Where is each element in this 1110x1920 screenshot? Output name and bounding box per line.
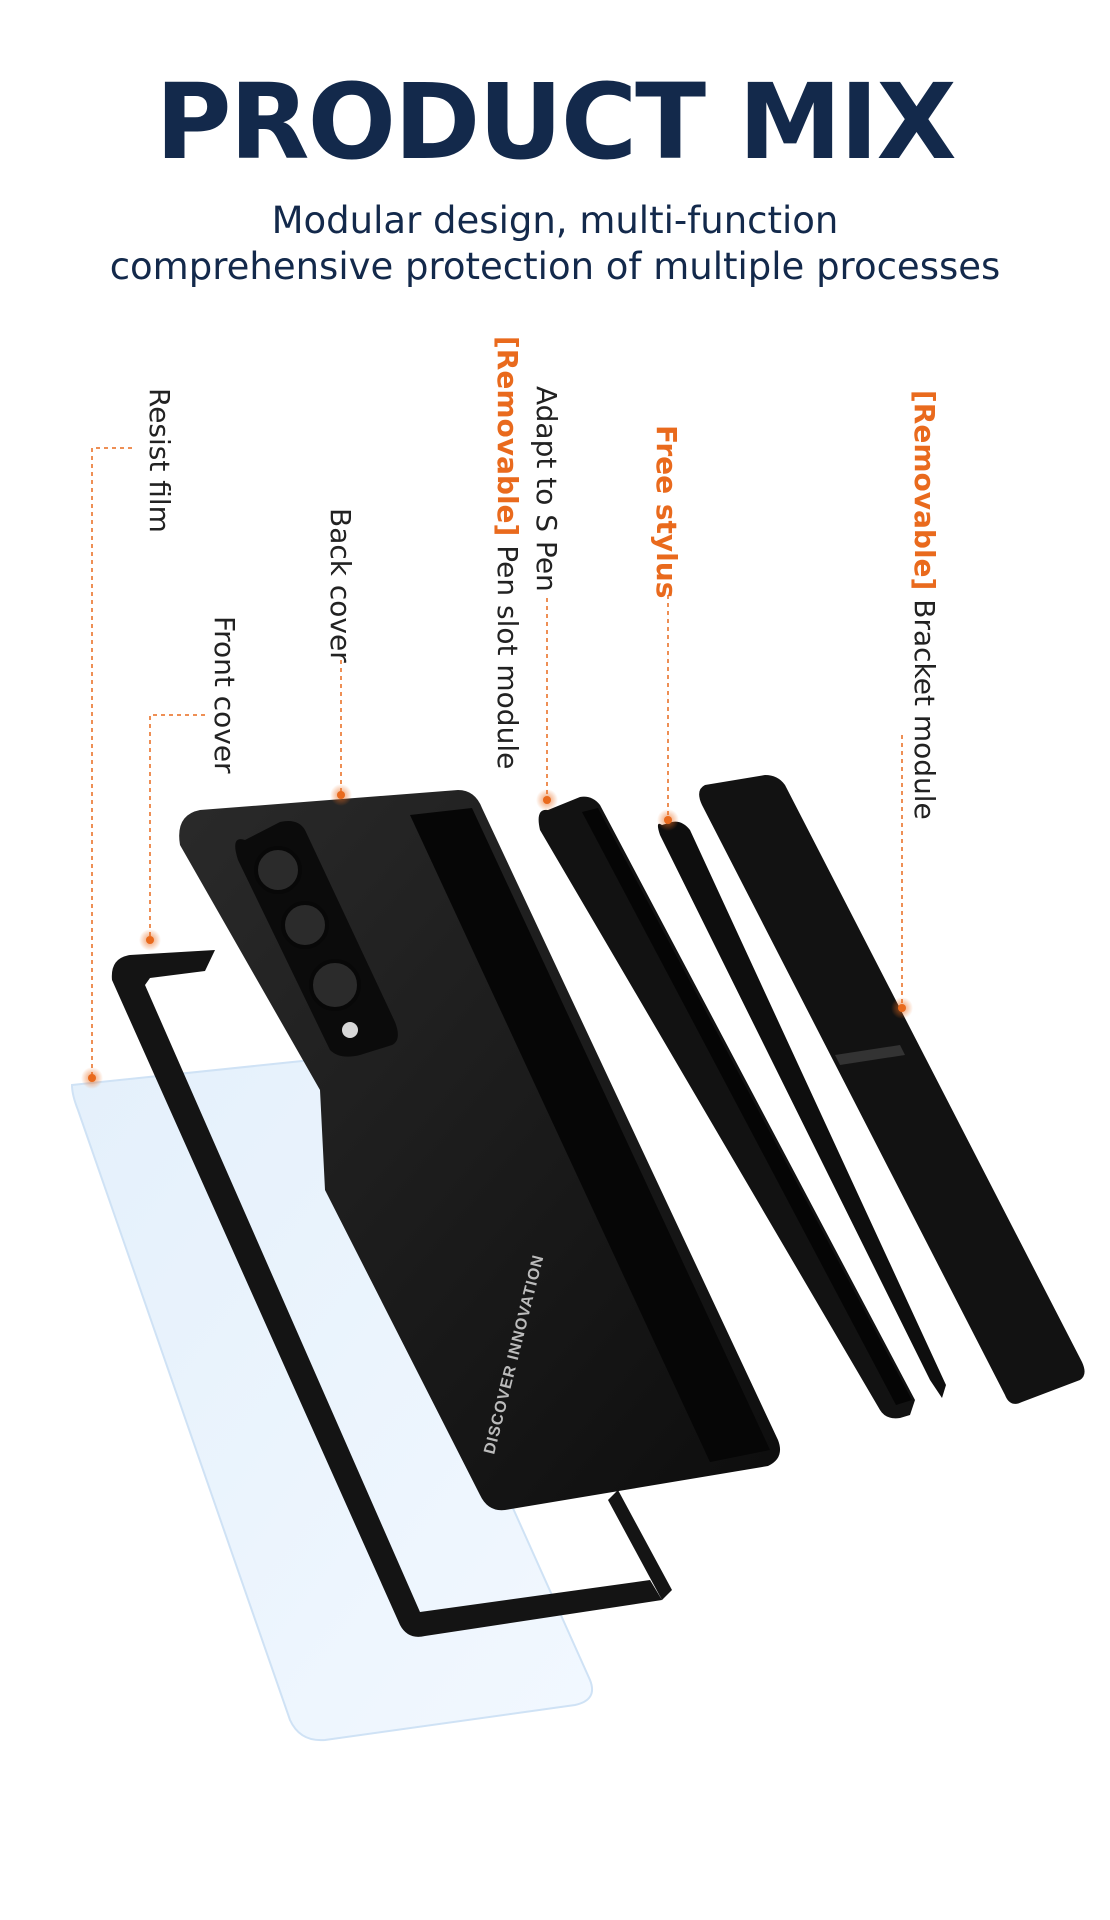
leader-front-cover	[149, 714, 205, 940]
leader-lines	[91, 447, 903, 1078]
pen-slot-channel	[582, 808, 912, 1405]
bracket-module-hinge	[835, 1045, 905, 1065]
callout-dots	[81, 784, 913, 1089]
label-pen-slot-line1: Adapt to S Pen	[530, 386, 563, 592]
subtitle-line-2: comprehensive protection of multiple pro…	[109, 245, 1001, 288]
label-back-cover: Back cover	[324, 508, 357, 663]
camera-lens-3	[309, 959, 361, 1011]
back-cover-panel	[410, 808, 770, 1462]
dot-front-cover	[146, 936, 154, 944]
resist-film	[70, 1058, 594, 1742]
dot-bracket	[898, 1004, 906, 1012]
dot-pen-slot	[543, 796, 551, 804]
dot-free-stylus	[664, 816, 672, 824]
bracket-module	[699, 775, 1085, 1404]
subtitle-line-1: Modular design, multi-function	[271, 199, 839, 242]
removable-tag: [Removable]	[491, 336, 524, 537]
dot-back-cover	[337, 791, 345, 799]
front-cover-hinge	[608, 1490, 672, 1600]
leader-resist-film	[91, 447, 132, 1078]
free-stylus	[657, 821, 946, 1398]
camera-lens-2	[281, 901, 329, 949]
removable-tag: [Removable]	[908, 390, 941, 591]
label-front-cover: Front cover	[208, 616, 241, 774]
page-title: PRODUCT MIX	[155, 61, 956, 183]
label-bracket-module: [Removable] Bracket module	[908, 390, 941, 820]
dot-resist-film	[88, 1074, 96, 1082]
label-pen-slot-line2: [Removable] Pen slot module	[491, 336, 524, 770]
camera-lens-1	[254, 846, 302, 894]
label-free-stylus: Free stylus	[650, 425, 683, 599]
label-resist-film: Resist film	[143, 388, 176, 533]
camera-flash	[342, 1022, 358, 1038]
